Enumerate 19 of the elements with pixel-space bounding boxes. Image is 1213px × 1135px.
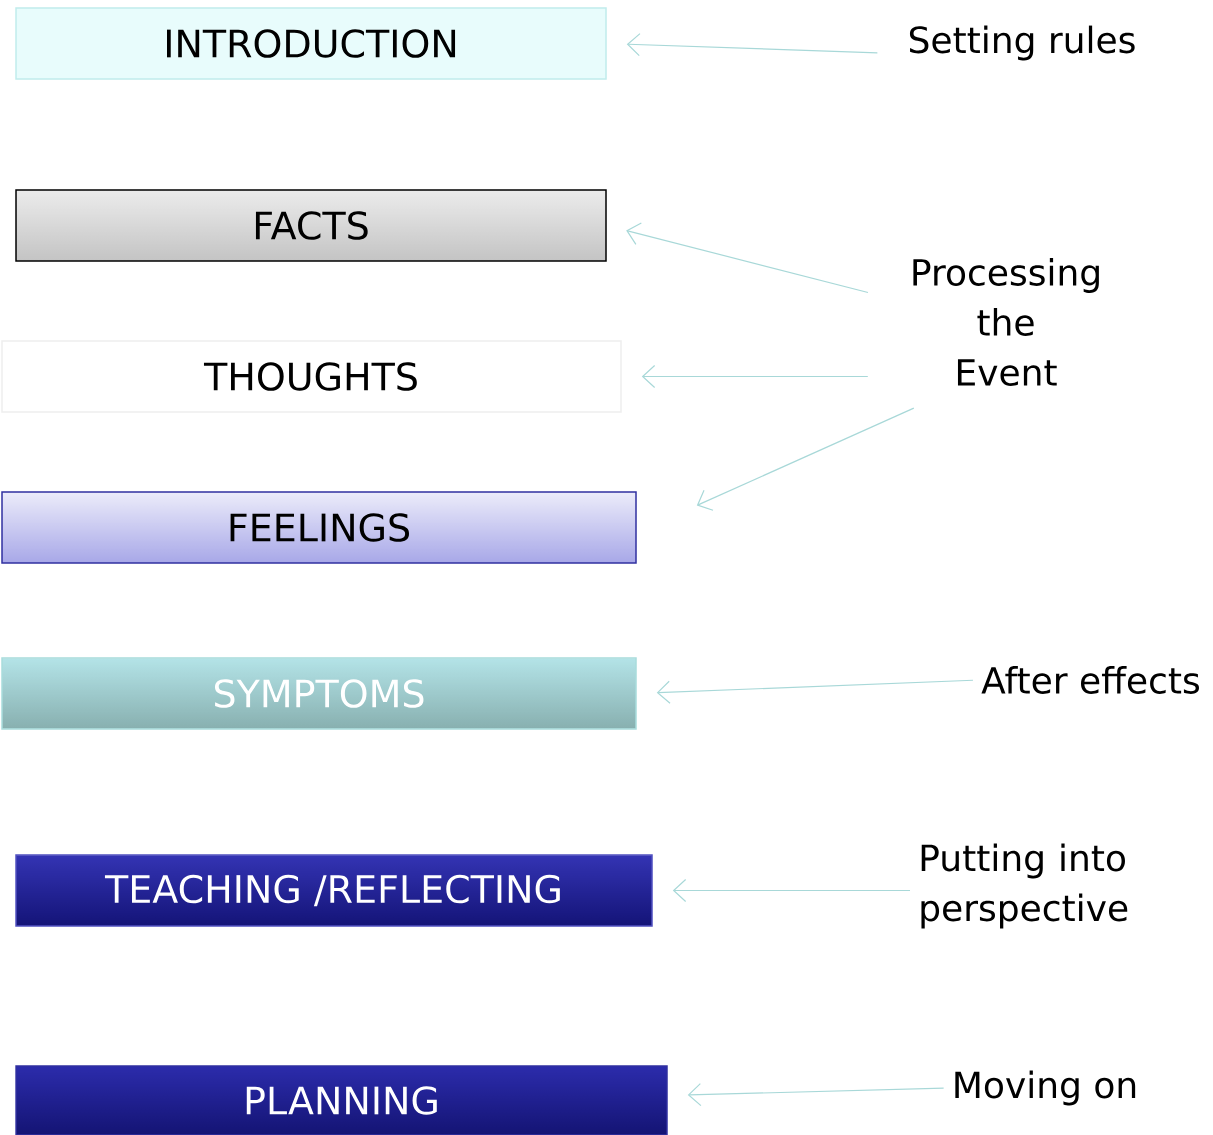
arrow bbox=[641, 364, 869, 389]
note-text: Moving on bbox=[955, 1070, 1136, 1106]
note-text: Setting rules bbox=[909, 25, 1135, 61]
stage-box: FACTS bbox=[15, 189, 607, 262]
note-text: Processing the Event bbox=[913, 258, 1099, 386]
stage-box: INTRODUCTION bbox=[15, 7, 607, 80]
arrow bbox=[672, 878, 911, 903]
arrow bbox=[656, 679, 974, 704]
arrow bbox=[696, 407, 915, 511]
stage-box: SYMPTOMS bbox=[1, 657, 637, 730]
arrow bbox=[626, 222, 869, 294]
arrow bbox=[626, 33, 878, 57]
stage-box: FEELINGS bbox=[1, 491, 637, 564]
stage-box: TEACHING /REFLECTING bbox=[15, 854, 653, 927]
stage-box: PLANNING bbox=[15, 1065, 668, 1135]
stage-box: THOUGHTS bbox=[1, 340, 622, 413]
note-text: After effects bbox=[981, 666, 1199, 694]
note-text: Putting into perspective bbox=[921, 843, 1128, 929]
arrow bbox=[687, 1083, 945, 1107]
